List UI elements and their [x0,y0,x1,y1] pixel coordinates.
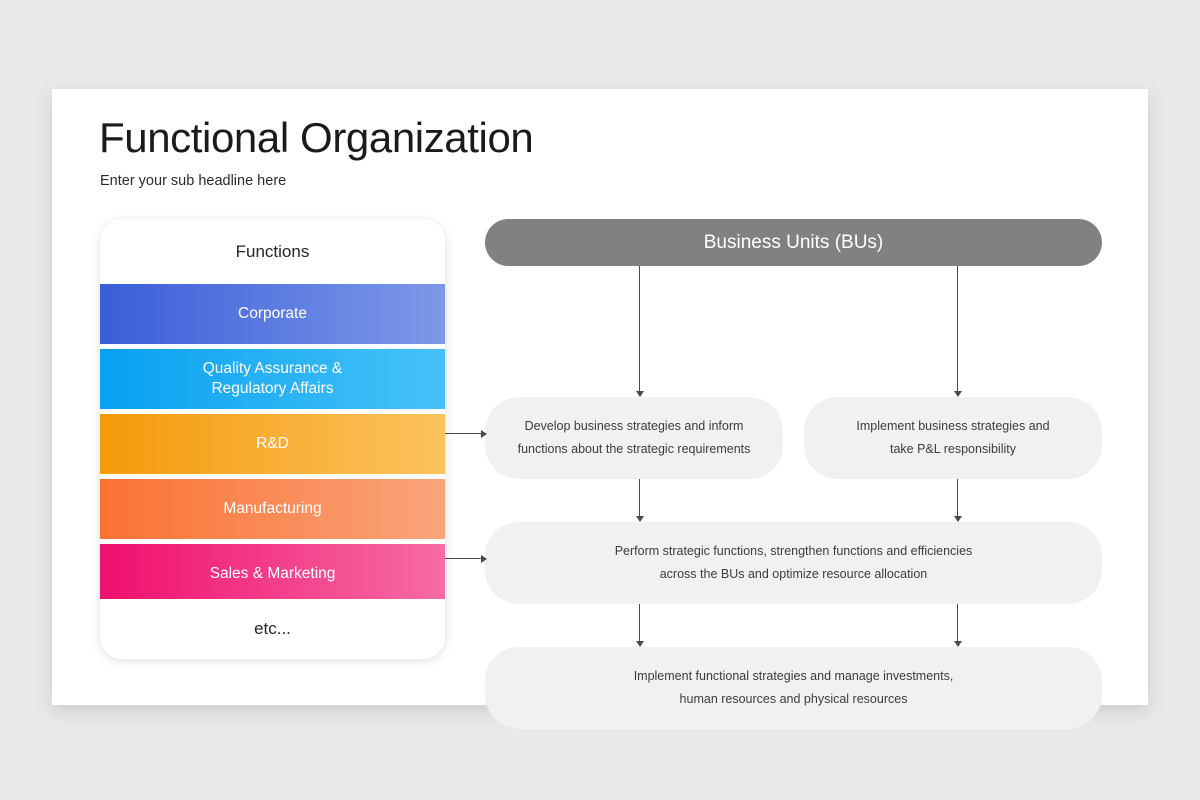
function-item-rnd[interactable]: R&D [100,414,445,474]
flow-box-perform-strategic-functions: Perform strategic functions, strengthen … [485,522,1102,604]
arrow-head-icon [635,641,644,647]
arrow-head-icon [953,391,962,397]
arrow-head-icon [481,429,487,438]
function-item-manufacturing[interactable]: Manufacturing [100,479,445,539]
flow-box-text: Implement functional strategies and mana… [634,665,954,711]
function-item-sales-marketing[interactable]: Sales & Marketing [100,544,445,604]
flow-box-implement-strategies: Implement business strategies and take P… [804,397,1102,479]
arrow-down-perform-to-implement-2 [953,604,962,647]
arrow-down-header-to-right-box [953,266,962,397]
function-item-label-line1: Quality Assurance & [202,360,343,378]
flow-box-text-line2: take P&L responsibility [889,442,1016,456]
arrow-down-right-box-to-perform [953,479,962,522]
function-item-label: R&D [256,435,289,453]
flow-box-develop-strategies: Develop business strategies and inform f… [485,397,783,479]
functions-panel-footer: etc... [100,599,445,659]
flow-box-text-line2: across the BUs and optimize resource all… [659,567,928,581]
functions-panel-header: Functions [100,219,445,284]
arrow-stem [445,558,481,560]
page-subtitle: Enter your sub headline here [100,173,287,189]
flow-box-text-line1: Develop business strategies and inform [524,418,744,433]
arrow-down-header-to-left-box [635,266,644,397]
arrow-head-icon [953,641,962,647]
arrow-head-icon [635,516,644,522]
function-item-label: Sales & Marketing [209,565,336,583]
flow-box-text: Implement business strategies and take P… [856,415,1049,461]
function-item-label: Quality Assurance & Regulatory Affairs [203,359,343,399]
business-units-flow: Business Units (BUs) Develop business st… [485,219,1102,729]
arrow-down-left-box-to-perform [635,479,644,522]
arrow-stem [957,266,959,391]
arrow-head-icon [953,516,962,522]
flow-box-text-line1: Implement functional strategies and mana… [633,668,954,683]
function-item-corporate[interactable]: Corporate [100,284,445,344]
function-item-label: Corporate [238,305,307,323]
business-units-header: Business Units (BUs) [485,219,1102,266]
arrow-stem [639,604,641,641]
flow-box-text-line2: functions about the strategic requiremen… [517,442,751,456]
arrow-stem [445,433,481,435]
arrow-head-icon [635,391,644,397]
flow-box-text: Develop business strategies and inform f… [518,415,751,461]
flow-box-text-line1: Perform strategic functions, strengthen … [614,543,973,558]
flow-box-implement-functional-strategies: Implement functional strategies and mana… [485,647,1102,729]
arrow-right-functions-to-perform [445,429,487,438]
arrow-stem [957,479,959,516]
function-item-quality-assurance[interactable]: Quality Assurance & Regulatory Affairs [100,349,445,409]
flow-box-text: Perform strategic functions, strengthen … [615,540,973,586]
flow-box-text-line1: Implement business strategies and [856,418,1050,433]
arrow-stem [957,604,959,641]
arrow-down-perform-to-implement [635,604,644,647]
page-title: Functional Organization [99,114,534,161]
arrow-right-functions-to-implement [445,554,487,563]
arrow-stem [639,266,641,391]
flow-box-text-line2: human resources and physical resources [679,692,908,706]
functions-panel: Functions Corporate Quality Assurance & … [100,219,445,659]
arrow-head-icon [481,554,487,563]
slide-card: Functional Organization Enter your sub h… [52,89,1148,729]
function-item-label: Manufacturing [223,500,322,518]
function-item-label-line2: Regulatory Affairs [211,380,334,397]
business-units-header-label: Business Units (BUs) [703,231,884,253]
arrow-stem [639,479,641,516]
